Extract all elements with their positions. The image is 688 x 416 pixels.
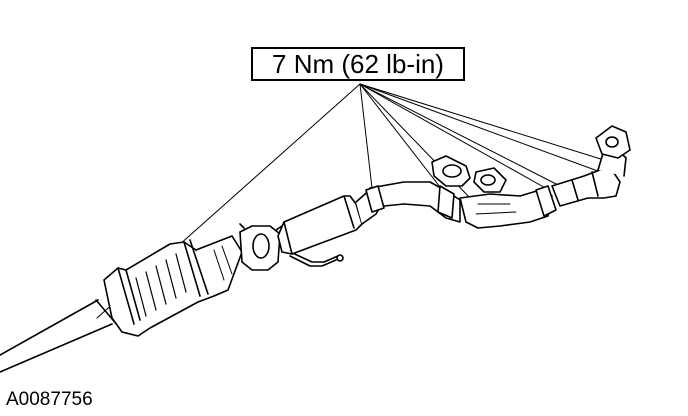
- manifold-flange: [431, 155, 507, 193]
- leader-line: [359, 83, 448, 197]
- flange-joint-front: [239, 223, 283, 271]
- middle-pipe-bend: [365, 181, 461, 223]
- y-pipe: [459, 185, 557, 229]
- leader-line: [359, 83, 607, 175]
- tail-pipe: [0, 299, 119, 373]
- oxygen-sensor: [285, 249, 344, 267]
- band-clamp-front: [365, 185, 385, 213]
- torque-spec-callout: 7 Nm (62 lb-in): [251, 47, 465, 81]
- leader-line: [359, 83, 621, 166]
- leader-line: [359, 83, 550, 191]
- catalytic-converter: [103, 235, 243, 337]
- leader-line: [359, 83, 561, 187]
- band-clamp-rear: [535, 185, 557, 217]
- figure-id: A0087756: [6, 389, 93, 410]
- front-pipe: [551, 125, 631, 207]
- leader-line: [359, 83, 373, 189]
- band-clamp-middle: [437, 185, 455, 219]
